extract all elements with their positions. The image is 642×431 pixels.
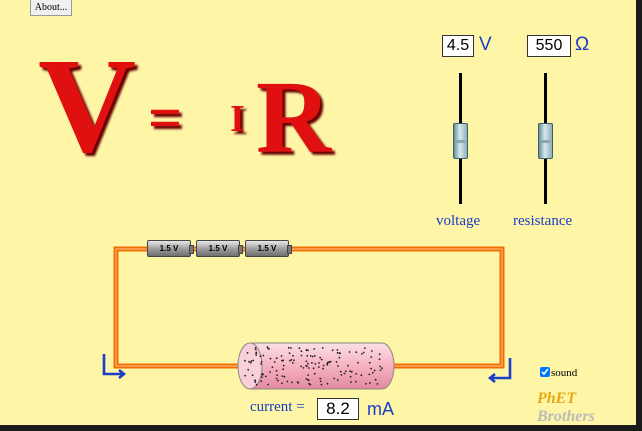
- resistance-value-field[interactable]: 550: [527, 35, 571, 57]
- phet-logo: PhET Brothers: [537, 390, 636, 425]
- resistance-slider-thumb[interactable]: [538, 123, 553, 159]
- logo-line2: Brothers: [537, 408, 595, 425]
- equation-v: V: [38, 31, 137, 181]
- sound-label: sound: [551, 367, 578, 379]
- battery-3: 1.5 V: [245, 240, 292, 257]
- voltage-unit: V: [479, 34, 492, 55]
- simulation-stage: About... V = I R 4.5 V 550 Ω voltage res…: [0, 0, 636, 425]
- resistance-unit: Ω: [575, 34, 590, 55]
- battery-2: 1.5 V: [196, 240, 243, 257]
- current-value-field: 8.2: [317, 398, 359, 420]
- equation-i: I: [230, 98, 245, 140]
- sound-toggle[interactable]: sound: [540, 367, 577, 379]
- voltage-slider-thumb[interactable]: [453, 123, 468, 159]
- sound-checkbox[interactable]: [540, 367, 550, 377]
- about-button[interactable]: About...: [30, 0, 72, 16]
- circuit-wire-inner: [115, 248, 503, 367]
- resistor: [237, 342, 395, 390]
- equation-equals: =: [148, 85, 183, 151]
- circuit-diagram: [102, 246, 512, 390]
- voltage-label: voltage: [436, 213, 481, 229]
- current-label: current =: [250, 399, 305, 415]
- logo-line1: PhET: [537, 390, 577, 407]
- current-arrow-left-icon: [102, 354, 127, 380]
- current-arrow-right-icon: [487, 358, 512, 384]
- resistance-label: resistance: [513, 213, 573, 229]
- voltage-value-field[interactable]: 4.5: [442, 35, 474, 57]
- resistor-impurity-dots: [244, 346, 383, 386]
- battery-1: 1.5 V: [147, 240, 194, 257]
- equation-r: R: [256, 60, 332, 175]
- current-unit: mA: [367, 399, 394, 419]
